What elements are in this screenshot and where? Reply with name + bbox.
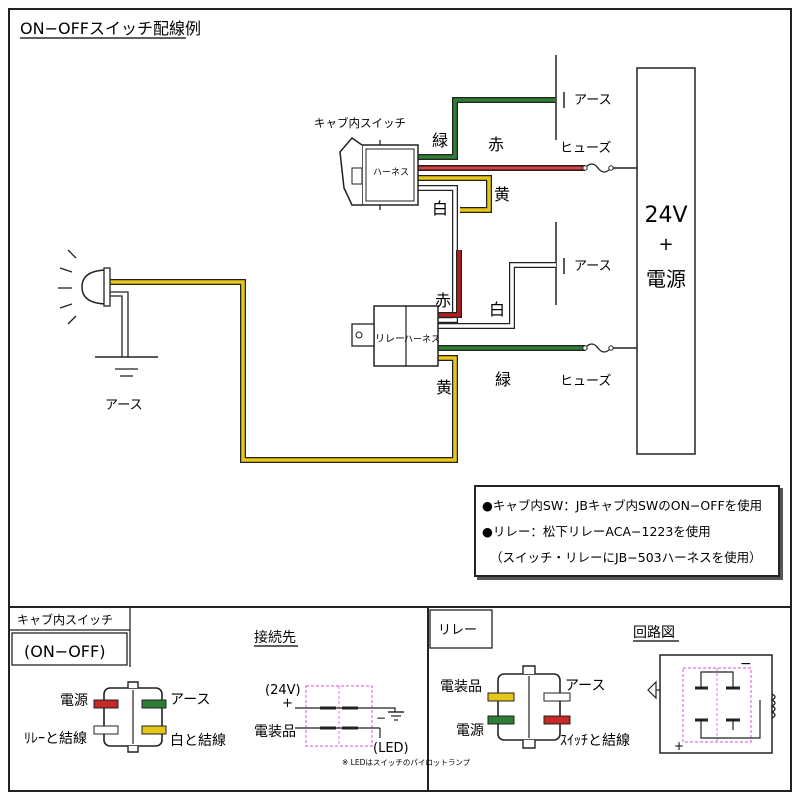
note-relay: ●リレー：松下リレーACA−1223を使用 <box>482 524 711 539</box>
wire-label-green-mid: 緑 <box>495 370 511 389</box>
wire-label-white-mid: 白 <box>489 300 505 319</box>
switch-panel-header: キャブ内スイッチ <box>17 612 113 627</box>
page-title: ON−OFFスイッチ配線例 <box>20 19 201 38</box>
circuit-minus: − <box>740 656 752 672</box>
fuse-top <box>584 163 612 173</box>
connection-led: (LED) <box>373 741 409 756</box>
relay-pin-power: 電源 <box>456 723 484 739</box>
wire-green-top <box>418 98 556 159</box>
connection-footnote: ※ LEDはスイッチのパイロットランプ <box>342 758 471 767</box>
switch-harness-label: ハーネス <box>373 167 409 178</box>
note-harness: （スイッチ・リレーにJB−503ハーネスを使用） <box>490 550 762 565</box>
power-voltage: 24V <box>644 203 687 228</box>
earth-label-mid: アース <box>574 259 612 274</box>
fuse-label-top: ヒューズ <box>560 140 611 156</box>
lamp-icon <box>58 249 111 325</box>
power-plus: + <box>658 234 673 255</box>
earth-label-top: アース <box>574 93 612 108</box>
wire-white-top <box>418 186 457 322</box>
wire-label-white-top: 白 <box>432 199 448 218</box>
notes-box: ●キャブ内SW：JBキャブ内SWのON−OFFを使用 ●リレー：松下リレーACA… <box>474 485 780 577</box>
connection-24v: (24V) <box>265 683 301 698</box>
switch-pin-white: 白と結線 <box>170 733 226 749</box>
earth-label-lamp: アース <box>105 398 143 413</box>
switch-connector-icon <box>93 681 167 753</box>
switch-pin-power: 電源 <box>60 693 88 709</box>
connection-panel-header: 接続先 <box>254 629 296 646</box>
wire-white-mid <box>438 263 556 328</box>
relay-harness-label: ハーネス <box>404 334 440 345</box>
switch-pin-earth: アース <box>170 692 210 708</box>
wire-label-yellow-top: 黄 <box>494 185 510 204</box>
note-switch: ●キャブ内SW：JBキャブ内SWのON−OFFを使用 <box>482 498 763 513</box>
relay-pin-earth: アース <box>565 678 605 694</box>
outer-frame <box>8 8 792 792</box>
cab-switch-label: キャブ内スイッチ <box>314 116 406 130</box>
circuit-plus: + <box>674 739 684 753</box>
wire-red-mid <box>438 250 461 317</box>
connection-minus: − <box>376 711 386 725</box>
relay-connector-icon <box>487 665 571 749</box>
wire-label-green-top: 緑 <box>432 131 448 150</box>
wire-label-red-top: 赤 <box>488 135 504 154</box>
wire-label-yellow-bottom: 黄 <box>436 378 452 397</box>
power-label: 電源 <box>646 267 686 291</box>
relay-pin-switch: ｽｲｯﾁと結線 <box>560 733 630 749</box>
switch-pin-relay: ﾘﾚｰと結線 <box>24 731 87 747</box>
switch-panel-sub: (ON−OFF) <box>24 642 105 661</box>
wire-yellow-loop <box>418 176 491 212</box>
relay-panel-header: リレー <box>438 623 477 638</box>
connection-equipment: 電装品 <box>254 724 296 740</box>
relay-icon <box>351 305 439 367</box>
connection-plus: + <box>282 696 293 711</box>
power-supply-box <box>636 67 696 455</box>
wire-label-red-mid: 赤 <box>435 291 451 310</box>
relay-pin-equipment: 電装品 <box>440 679 482 695</box>
circuit-panel-header: 回路図 <box>633 625 675 641</box>
lamp-earth-wire <box>108 291 129 357</box>
fuse-mid <box>584 343 612 353</box>
circuit-schematic-icon <box>647 654 776 754</box>
relay-label: リレー <box>375 334 405 345</box>
cab-switch-icon <box>339 136 419 210</box>
wire-yellow-bottom <box>108 280 457 462</box>
fuse-label-mid: ヒューズ <box>560 373 611 389</box>
